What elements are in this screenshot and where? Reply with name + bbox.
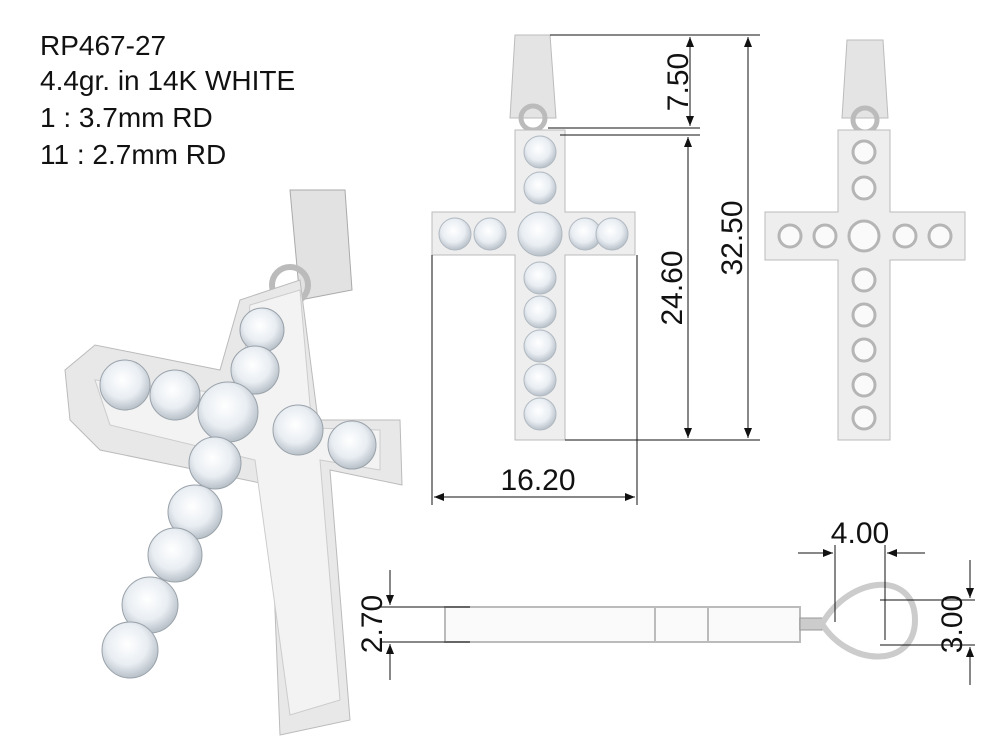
cross-back-view — [764, 39, 966, 441]
cross-front-view — [431, 34, 636, 441]
dimension-lines — [380, 34, 975, 685]
bail-height-label: 7.50 — [662, 53, 695, 111]
cross-height-label: 24.60 — [656, 250, 689, 325]
weight-spec: 4.4gr. in 14K WHITE — [40, 65, 296, 96]
cross-side-view — [444, 581, 919, 660]
center-stone-spec: 1 : 3.7mm RD — [40, 102, 213, 133]
bail-width-label: 4.00 — [831, 517, 889, 550]
total-height-label: 32.50 — [716, 200, 749, 275]
side-stones-spec: 11 : 2.7mm RD — [40, 139, 227, 170]
model-number: RP467-27 — [40, 30, 167, 61]
bail-depth-label: 3.00 — [936, 595, 969, 653]
cross-width-label: 16.20 — [500, 464, 575, 497]
cross-3d-view — [64, 189, 403, 736]
thickness-label: 2.70 — [356, 595, 389, 653]
